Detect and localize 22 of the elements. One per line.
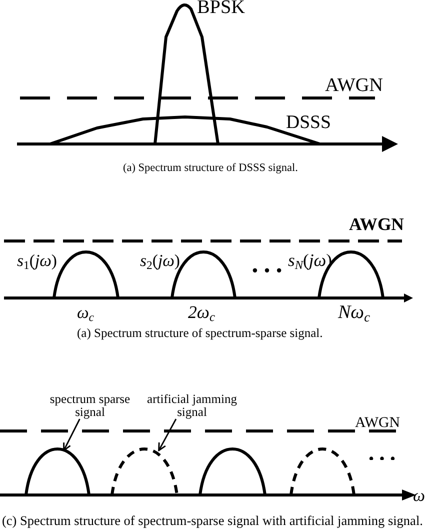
axis-label: ω: [413, 486, 425, 506]
noise-label: AWGN: [325, 75, 383, 97]
figure-caption: (c) Spectrum structure of spectrum-sparse signal with artificial jamming signal.: [2, 514, 423, 528]
spectrum-label: s$_{2}$(jω): [140, 252, 180, 270]
curve-label: DSSS: [286, 112, 331, 134]
callout-text: artificial jamming signal: [145, 393, 239, 419]
signal-spectrum-lobe: [24, 448, 90, 496]
noise-label: AWGN: [355, 414, 400, 432]
curve-label: BPSK: [197, 0, 245, 19]
leader-arrow: [158, 418, 177, 452]
frequency-label: ω$_{c}$: [77, 304, 94, 322]
callout-text: spectrum sparse signal: [47, 393, 133, 419]
frequency-label: Nω$_{c}$: [338, 302, 370, 324]
continuation-dots: …: [249, 267, 285, 273]
leader-arrow: [63, 418, 80, 452]
spectrum-label: s$_{1}$(jω): [17, 252, 57, 270]
figure-caption: (a) Spectrum structure of DSSS signal.: [123, 162, 298, 174]
jamming-spectrum-lobe: [110, 448, 178, 496]
figure-caption: (a) Spectrum structure of spectrum-sparse signal.: [77, 327, 323, 341]
frequency-label: 2ω$_{c}$: [188, 303, 215, 323]
noise-label: AWGN: [349, 215, 404, 235]
continuation-dots: …: [366, 456, 398, 460]
